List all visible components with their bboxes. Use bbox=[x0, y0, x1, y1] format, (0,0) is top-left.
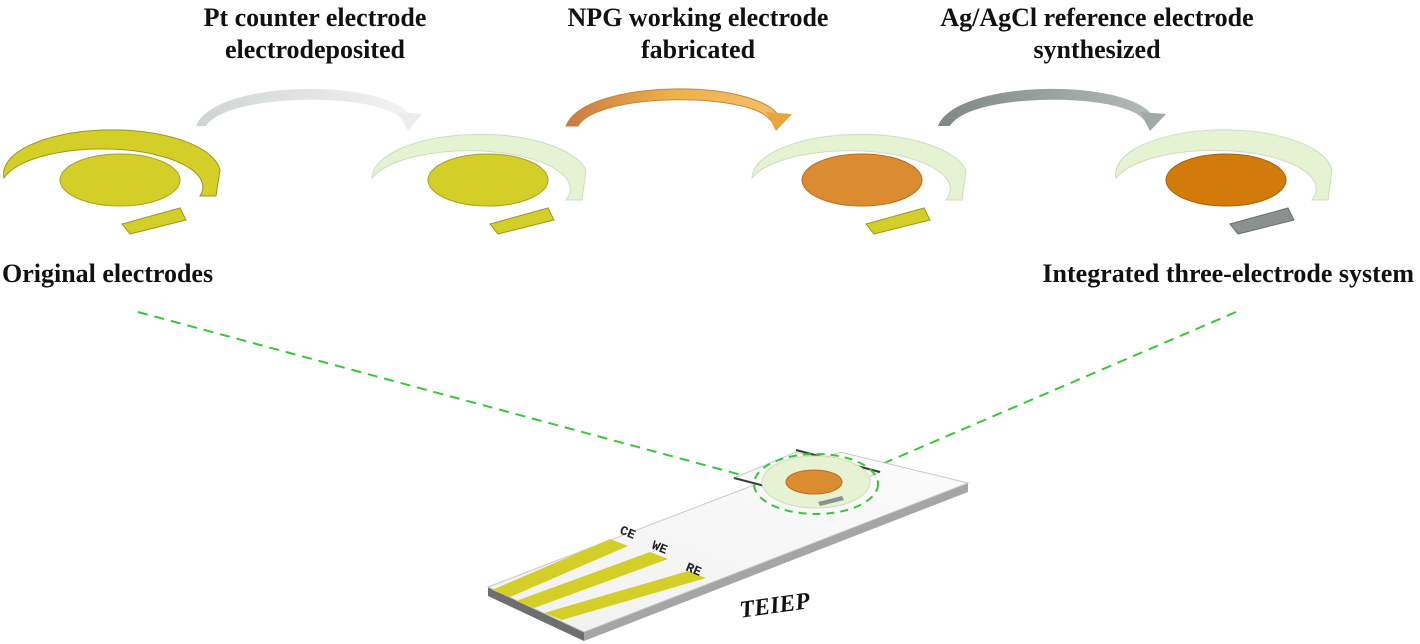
pad-label-we: WE bbox=[650, 538, 670, 558]
pad-re bbox=[544, 571, 706, 620]
strip-working-electrode bbox=[785, 469, 843, 495]
arrow-step-1 bbox=[196, 88, 422, 131]
step-3-line-2: synthesized bbox=[1033, 35, 1161, 64]
pad-we bbox=[516, 552, 668, 608]
label-original-electrodes: Original electrodes bbox=[2, 259, 214, 288]
step-label-pt-counter: Pt counter electrode electrodeposited bbox=[170, 2, 460, 66]
arrow-step-3 bbox=[938, 88, 1166, 131]
pad-label-re: RE bbox=[684, 560, 704, 580]
arrow-step-2 bbox=[565, 88, 792, 131]
step-1-line-2: electrodeposited bbox=[224, 35, 406, 64]
zoom-line-left bbox=[137, 311, 761, 481]
zoom-line-right bbox=[867, 311, 1237, 471]
electrode-integrated bbox=[1115, 129, 1333, 235]
electrode-npg-fabricated bbox=[751, 133, 967, 235]
step-2-line-2: fabricated bbox=[640, 35, 756, 64]
electrode-pt-deposited bbox=[371, 133, 587, 235]
pad-label-ce: CE bbox=[618, 523, 638, 543]
step-1-line-1: Pt counter electrode bbox=[203, 3, 427, 32]
teiep-strip: CE WE RE bbox=[486, 449, 970, 641]
step-2-line-1: NPG working electrode bbox=[567, 3, 829, 32]
electrode-original bbox=[3, 129, 221, 235]
pad-ce bbox=[492, 539, 628, 597]
label-integrated-system: Integrated three-electrode system bbox=[1042, 259, 1414, 288]
zoom-circle bbox=[753, 453, 879, 515]
step-3-line-1: Ag/AgCl reference electrode bbox=[940, 3, 1254, 32]
step-label-npg-working: NPG working electrode fabricated bbox=[540, 2, 856, 66]
step-label-agagcl-reference: Ag/AgCl reference electrode synthesized bbox=[912, 2, 1282, 66]
